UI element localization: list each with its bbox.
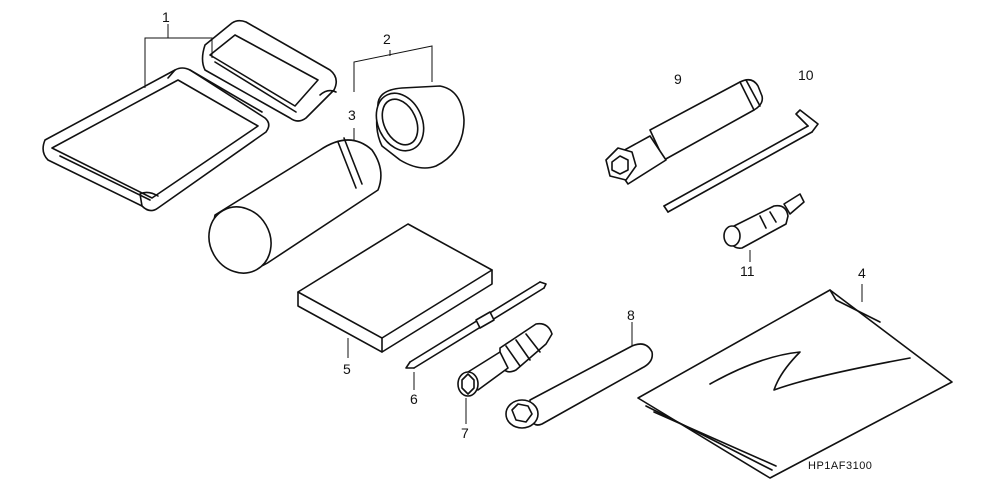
document-bag <box>637 289 953 479</box>
screwdriver-handle <box>457 322 553 397</box>
box-wrench <box>505 343 654 429</box>
owners-manual <box>297 223 493 353</box>
tool-case-cylinder <box>208 137 382 274</box>
callout-4: 4 <box>858 265 866 281</box>
callout-5: 5 <box>343 361 351 377</box>
callout-2: 2 <box>383 31 391 47</box>
callout-bracket-2 <box>353 45 433 92</box>
spark-plug-wrench <box>605 78 764 185</box>
callout-3: 3 <box>348 107 356 123</box>
tool-case-cap <box>375 85 465 169</box>
callout-7: 7 <box>461 425 469 441</box>
callout-10: 10 <box>798 67 814 83</box>
callout-1: 1 <box>162 9 170 25</box>
screwdriver-bit <box>405 281 547 369</box>
tool-bag-lower <box>42 67 270 212</box>
tool-bag-upper <box>201 19 338 122</box>
callout-8: 8 <box>627 307 635 323</box>
callout-bracket-1 <box>144 24 213 88</box>
callout-6: 6 <box>410 391 418 407</box>
hex-key <box>663 109 819 213</box>
callout-9: 9 <box>674 71 682 87</box>
callout-11: 11 <box>740 263 755 279</box>
socket-plug <box>723 193 805 249</box>
drawing-code: HP1AF3100 <box>808 460 873 472</box>
